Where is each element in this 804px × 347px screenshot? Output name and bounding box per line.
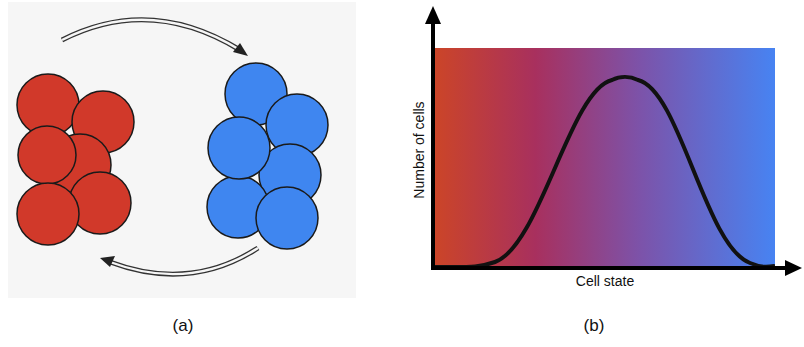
transition-arrow xyxy=(62,20,248,56)
cell-state-gradient xyxy=(433,48,775,268)
axis-title: Cell state xyxy=(576,273,634,289)
x-axis xyxy=(431,266,788,270)
axis-title: Number of cells xyxy=(411,101,427,198)
blue-cell-cluster xyxy=(207,63,328,249)
y-axis xyxy=(431,20,435,269)
panel-caption: (a) xyxy=(173,316,194,336)
red-cell-cluster xyxy=(17,74,134,245)
transition-arrow xyxy=(100,248,258,274)
axis-arrowhead xyxy=(425,6,441,24)
axis-arrowhead xyxy=(785,260,802,276)
panel-caption: (b) xyxy=(584,316,605,336)
panel-ground xyxy=(8,2,356,298)
distribution-curve xyxy=(434,77,775,267)
